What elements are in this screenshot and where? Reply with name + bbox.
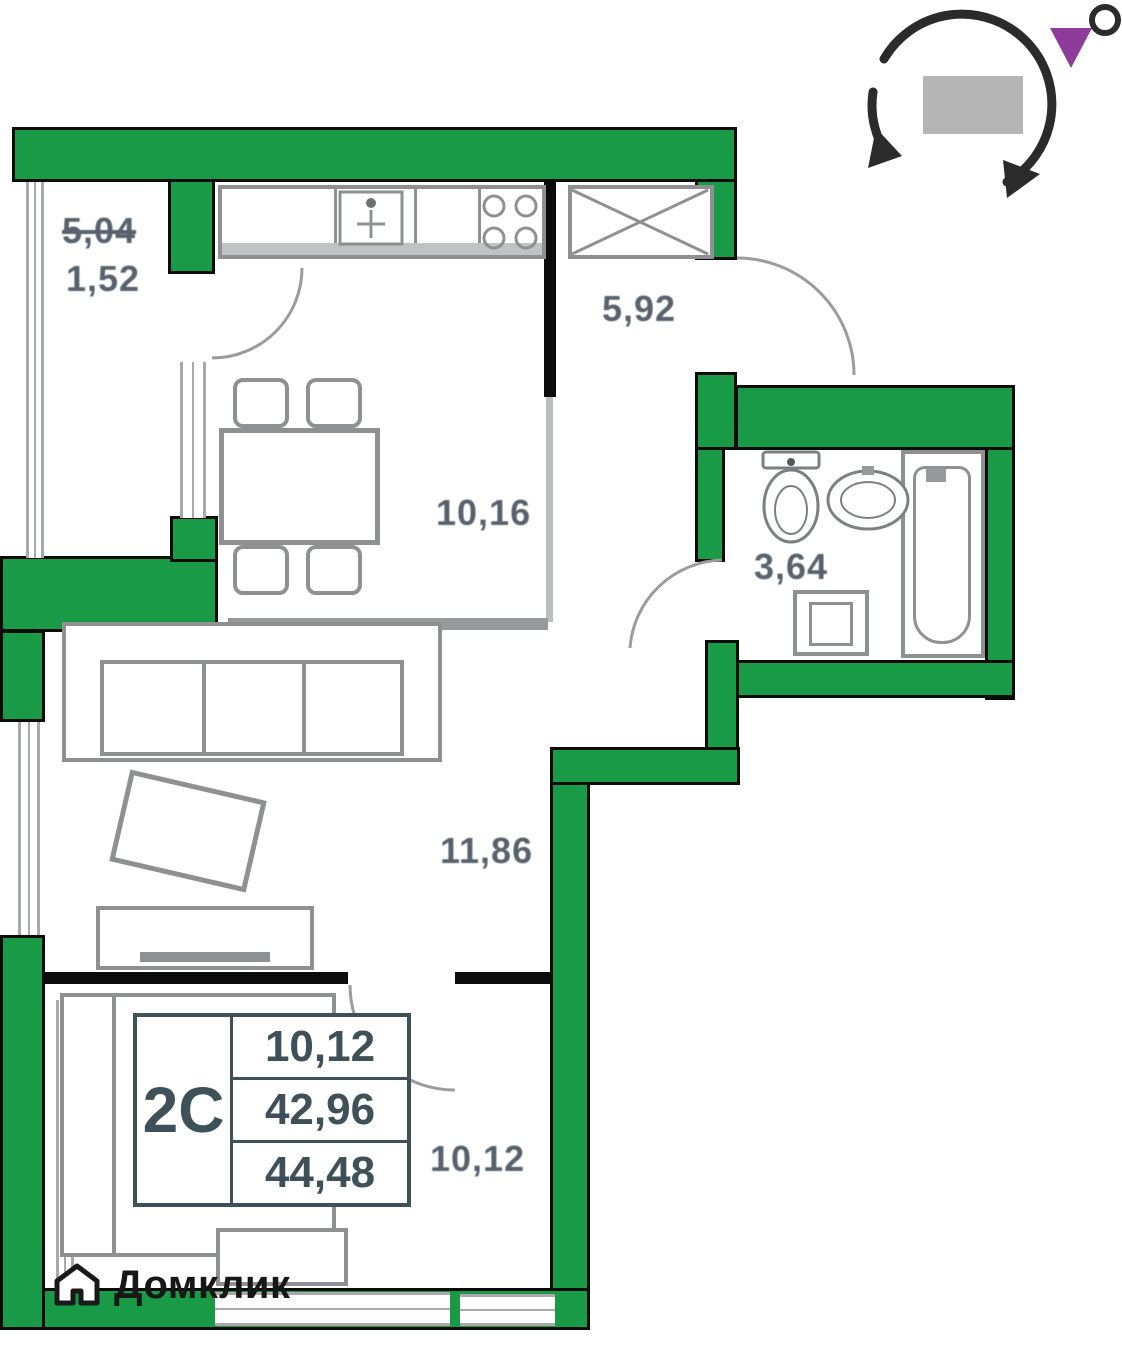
bathroom-door-arc <box>628 558 723 649</box>
unit-type-label: 2С <box>137 1017 233 1203</box>
chair <box>306 378 362 428</box>
hallway-area-label: 5,92 <box>602 288 677 329</box>
wall-bedroom-top-left <box>45 972 348 984</box>
wall-bathroom-left <box>695 447 725 562</box>
bedroom-bottom-window <box>215 1292 450 1326</box>
loggia-area-full-label: 5,04 <box>62 210 137 251</box>
chair <box>233 378 289 428</box>
unit-area-no-balcony: 42,96 <box>233 1080 407 1143</box>
wall-bathroom-right <box>985 447 1015 700</box>
dining-table <box>219 428 380 545</box>
loggia-window <box>26 182 44 558</box>
tv-unit <box>140 952 270 962</box>
wall-bathroom-top <box>735 385 1015 450</box>
bathtub-inner <box>913 466 971 644</box>
sofa-cushion-divider <box>302 664 306 752</box>
sofa-cushion-divider <box>202 664 206 752</box>
compass-north-dot <box>1089 4 1121 36</box>
kitchen-living-area-label: 10,16 <box>436 492 532 533</box>
domclick-logo: Домклик <box>50 1258 291 1312</box>
counter-divider <box>334 189 337 255</box>
house-icon <box>54 1263 100 1306</box>
wall-left-living-pillar <box>0 630 45 722</box>
unit-living-area: 10,12 <box>233 1017 407 1080</box>
chair <box>306 545 362 595</box>
bathtub-faucet-icon <box>926 468 946 482</box>
loggia-door-arc <box>211 267 304 360</box>
wall-top-exterior <box>12 127 737 182</box>
building-footprint <box>923 76 1023 134</box>
wall-bedroom-top-right <box>455 972 552 984</box>
living-room-window <box>18 722 40 935</box>
unit-areas: 10,12 42,96 44,48 <box>233 1017 407 1203</box>
washing-machine-drum <box>809 602 853 646</box>
chair <box>233 545 289 595</box>
sofa-seat <box>100 660 404 756</box>
unit-total-area: 44,48 <box>264 1148 376 1197</box>
wall-kitchen-hall-divider <box>544 182 556 397</box>
wardrobe-cross-icon <box>571 188 709 256</box>
wall-left-bedroom <box>0 935 45 1330</box>
dresser <box>216 1228 348 1286</box>
stove-icon <box>482 194 538 250</box>
counter-edge <box>222 243 542 255</box>
wall-left-mid-block <box>0 556 218 632</box>
bedroom-area-label: 10,12 <box>430 1138 526 1179</box>
bottom-window-small <box>460 1294 555 1326</box>
wall-kitchen-left-step <box>168 179 215 274</box>
unit-info-badge: 2С 10,12 42,96 44,48 <box>133 1013 411 1207</box>
living-room-area-label: 11,86 <box>440 830 534 871</box>
bathtub <box>901 450 985 658</box>
toilet-icon <box>761 450 821 544</box>
loggia-area-reduced-label: 1,52 <box>66 258 141 299</box>
counter-divider <box>478 189 481 255</box>
kitchen-sink-icon <box>338 190 404 246</box>
compass-arrowhead <box>868 128 902 168</box>
compass-arc <box>879 9 1057 187</box>
zone-line-kitchen-corridor <box>546 397 553 622</box>
unit-location-marker <box>1050 28 1092 68</box>
wall-living-right-horizontal <box>550 747 740 785</box>
sofa <box>62 622 442 762</box>
orientation-compass-icon <box>867 4 1121 198</box>
compass-arrowhead <box>1003 160 1040 198</box>
bathroom-area-label: 3,64 <box>754 546 829 587</box>
counter-divider <box>414 189 417 255</box>
kitchen-loggia-glazing <box>180 362 206 518</box>
entrance-door-arc <box>736 256 856 376</box>
sink-icon <box>826 466 910 531</box>
wall-living-right-vertical <box>550 782 590 1330</box>
tv-console <box>96 906 314 970</box>
bed-pillow-divider <box>112 997 116 1253</box>
washing-machine <box>793 590 869 656</box>
logo-text: Домклик <box>114 1262 291 1307</box>
